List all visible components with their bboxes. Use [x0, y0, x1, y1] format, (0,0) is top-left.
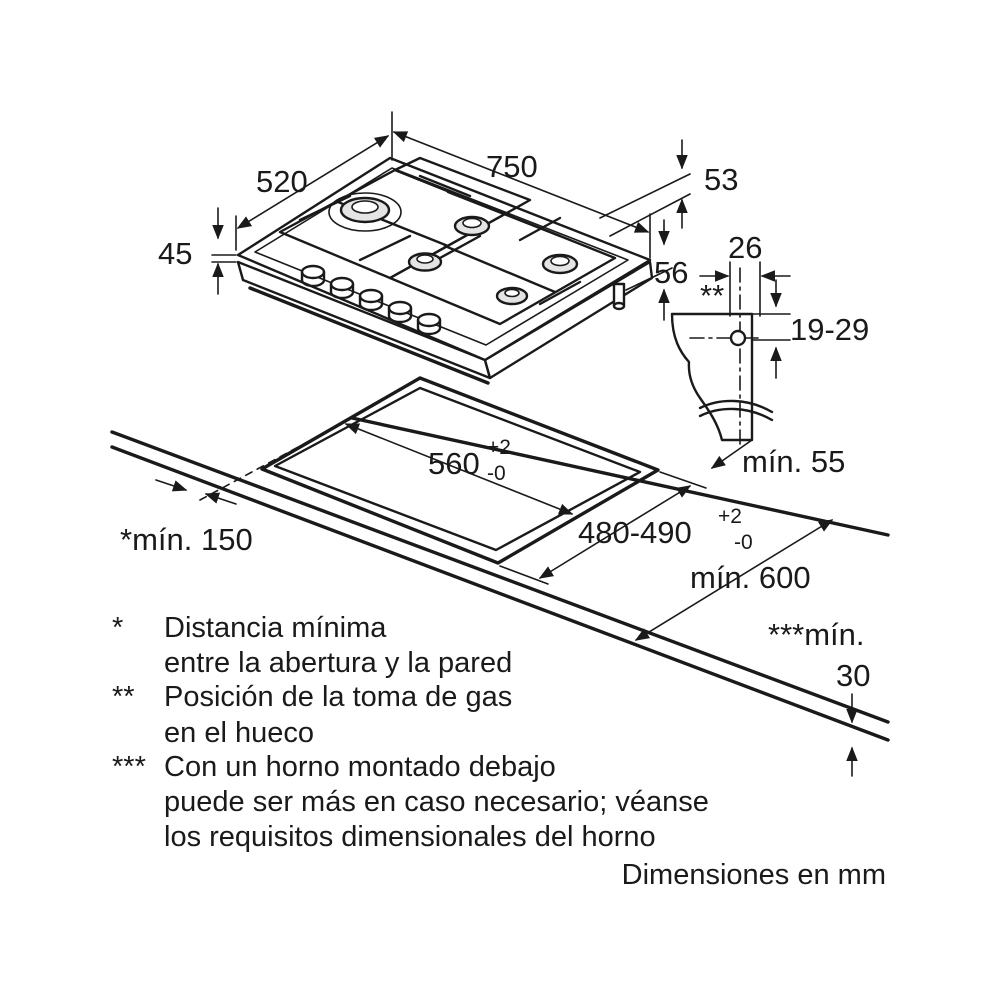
- label-depth: 520: [256, 164, 308, 199]
- label-cutout-width: 560: [428, 446, 480, 481]
- label-min-counter: mín. 600: [690, 560, 811, 595]
- label-min-wall: *mín. 150: [120, 522, 253, 557]
- note-3-line-2: puede ser más en caso necesario; véanse: [164, 786, 709, 818]
- label-min-oven-line1: ***mín.: [768, 617, 864, 652]
- knob-2: [329, 276, 355, 300]
- note-1-line-2: entre la abertura y la pared: [164, 647, 512, 679]
- note-3-line-3: los requisitos dimensionales del horno: [164, 821, 656, 853]
- note-1-marker: *: [112, 612, 123, 644]
- label-gas-marker: **: [700, 278, 724, 313]
- label-cutout-width-minus: -0: [487, 462, 506, 485]
- knob-4: [387, 300, 413, 324]
- label-height: 45: [158, 236, 192, 271]
- note-3-marker: ***: [112, 751, 146, 783]
- dimension-lines: [155, 111, 858, 777]
- bracket-break-top: [698, 399, 774, 414]
- units-note: Dimensiones en mm: [622, 859, 886, 891]
- cutout-outline: [260, 376, 660, 565]
- label-min-front: mín. 55: [742, 444, 845, 479]
- countertop-front-top-edge: [110, 430, 890, 724]
- burner-front-right: [495, 286, 529, 306]
- dim-cutout-480-490: [538, 485, 692, 579]
- burner-front-left: [407, 252, 443, 272]
- label-gas-depth: 56: [654, 255, 688, 290]
- knob-1: [300, 264, 326, 288]
- note-2-line-1: Posición de la toma de gas: [164, 681, 512, 713]
- label-gas-offset: 53: [704, 162, 738, 197]
- gas-inlet-hole: [729, 329, 747, 347]
- footnotes: * Distancia mínima entre la abertura y l…: [112, 612, 886, 891]
- control-knobs: [300, 264, 442, 336]
- knob-5: [416, 312, 442, 336]
- dimension-labels: 750 520 45 53 56 26 ** 19-29 mín. 55 560…: [120, 149, 870, 693]
- label-min-oven-line2: 30: [836, 658, 870, 693]
- dim-min-600: [634, 519, 834, 641]
- burner-rear-right: [541, 253, 579, 275]
- label-cutout-depth-minus: -0: [734, 531, 753, 554]
- side-profile-detail: [670, 267, 774, 449]
- note-3-line-1: Con un horno montado debajo: [164, 751, 556, 783]
- dim-cutout-560: [344, 423, 574, 515]
- label-bracket-range: 19-29: [790, 312, 869, 347]
- label-width: 750: [486, 149, 538, 184]
- label-cutout-width-plus: +2: [487, 436, 511, 459]
- knob-3: [358, 288, 384, 312]
- burner-rear-center: [453, 215, 491, 237]
- note-2-line-2: en el hueco: [164, 717, 314, 749]
- dim-min-55: [710, 439, 753, 469]
- note-2-marker: **: [112, 681, 135, 713]
- gas-connection-pipe: [612, 282, 626, 311]
- countertop-front-bottom-edge: [110, 445, 890, 742]
- label-cutout-depth-plus: +2: [718, 505, 742, 528]
- bracket-break-bottom: [698, 407, 774, 422]
- dim-depth-520: [236, 135, 390, 229]
- label-cutout-depth: 480-490: [578, 515, 692, 550]
- cooktop-bottom-edge: [248, 286, 490, 385]
- cutout-inner-edge: [273, 386, 642, 552]
- label-bracket-width: 26: [728, 230, 762, 265]
- note-1-line-1: Distancia mínima: [164, 612, 387, 644]
